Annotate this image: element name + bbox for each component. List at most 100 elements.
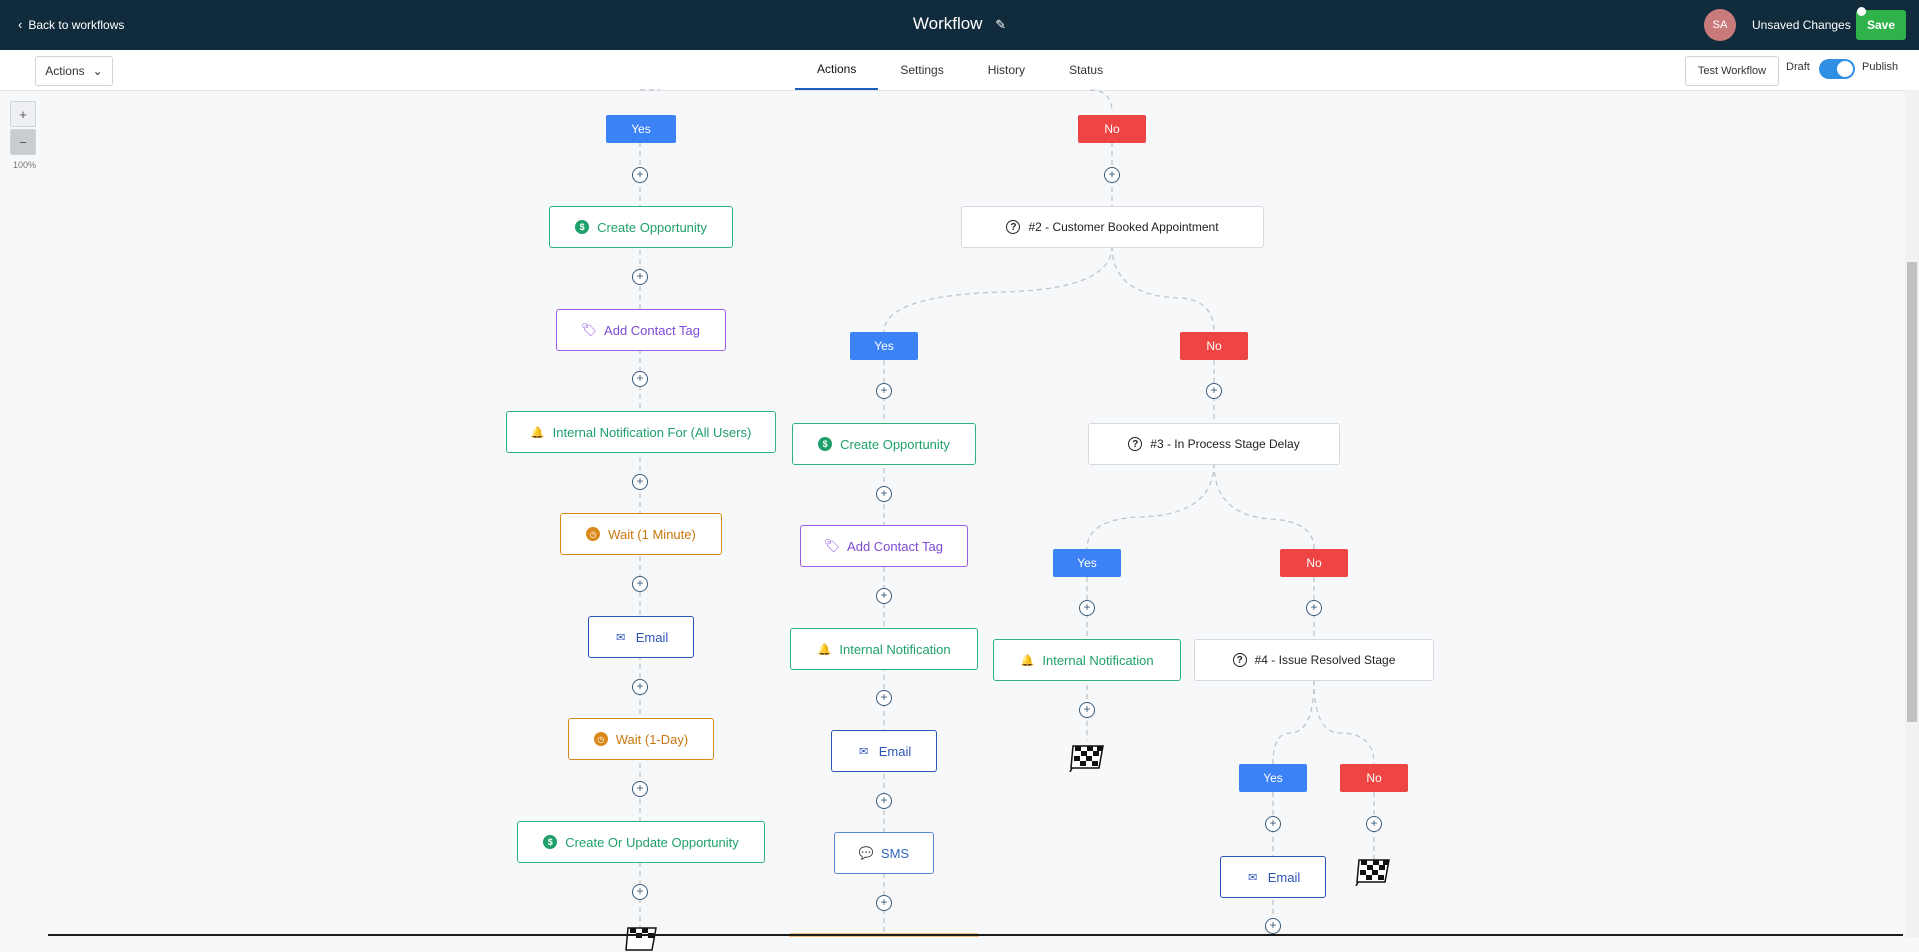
email-node[interactable]: ✉ Email bbox=[588, 616, 694, 658]
actions-dropdown[interactable]: Actions ⌄ bbox=[35, 56, 113, 86]
mail-icon: ✉ bbox=[859, 745, 869, 758]
node-label: #2 - Customer Booked Appointment bbox=[1028, 220, 1219, 234]
node-label: Create Opportunity bbox=[840, 436, 950, 452]
add-step-icon[interactable]: + bbox=[876, 486, 892, 502]
zoom-in-button[interactable]: + bbox=[10, 101, 36, 127]
email-node[interactable]: ✉ Email bbox=[831, 730, 937, 772]
unsaved-changes-label: Unsaved Changes bbox=[1752, 18, 1851, 32]
node-label: Internal Notification bbox=[1042, 652, 1154, 668]
add-step-icon[interactable]: + bbox=[1079, 600, 1095, 616]
sub-bar: Actions ⌄ Actions Settings History Statu… bbox=[0, 50, 1919, 91]
publish-label: Publish bbox=[1862, 61, 1899, 73]
avatar[interactable]: SA bbox=[1704, 9, 1736, 41]
internal-notification-all-node[interactable]: 🔔 Internal Notification For (All Users) bbox=[506, 411, 776, 453]
tag-icon: 🏷 bbox=[580, 322, 598, 337]
branch-yes-pill[interactable]: Yes bbox=[850, 332, 918, 360]
bell-icon: 🔔 bbox=[1020, 654, 1035, 667]
wait-minute-node[interactable]: ◷ Wait (1 Minute) bbox=[560, 513, 722, 555]
publish-toggle[interactable] bbox=[1819, 59, 1855, 79]
add-step-icon[interactable]: + bbox=[1306, 600, 1322, 616]
add-step-icon[interactable]: + bbox=[876, 793, 892, 809]
node-label: Email bbox=[878, 743, 912, 759]
email-node[interactable]: ✉ Email bbox=[1220, 856, 1326, 898]
node-label: Email bbox=[1267, 869, 1301, 885]
clock-icon: ◷ bbox=[593, 732, 608, 746]
branch-no-pill[interactable]: No bbox=[1078, 115, 1146, 143]
tab-actions[interactable]: Actions bbox=[795, 50, 879, 90]
chevron-left-icon: ‹ bbox=[18, 17, 23, 32]
add-step-icon[interactable]: + bbox=[876, 690, 892, 706]
add-step-icon[interactable]: + bbox=[632, 576, 648, 592]
question-icon: ? bbox=[1232, 653, 1247, 667]
branch-yes-pill[interactable]: Yes bbox=[1053, 549, 1121, 577]
tab-status[interactable]: Status bbox=[1069, 63, 1104, 77]
node-label: Create Or Update Opportunity bbox=[565, 834, 739, 850]
add-step-icon[interactable]: + bbox=[1104, 167, 1120, 183]
chat-icon: 💬 bbox=[858, 846, 874, 860]
add-step-icon[interactable]: + bbox=[1265, 918, 1281, 934]
question-icon: ? bbox=[1128, 437, 1143, 451]
branch-no-pill[interactable]: No bbox=[1340, 764, 1408, 792]
add-contact-tag-node[interactable]: 🏷 Add Contact Tag bbox=[800, 525, 968, 567]
create-opportunity-node[interactable]: $ Create Opportunity bbox=[549, 206, 733, 248]
add-step-icon[interactable]: + bbox=[1366, 816, 1382, 832]
add-step-icon[interactable]: + bbox=[1265, 816, 1281, 832]
condition-2-node[interactable]: ? #2 - Customer Booked Appointment bbox=[961, 206, 1264, 248]
workflow-title-text: Workflow bbox=[912, 14, 983, 33]
internal-notification-node[interactable]: 🔔 Internal Notification bbox=[790, 628, 978, 670]
add-step-icon[interactable]: + bbox=[632, 371, 648, 387]
branch-yes-pill[interactable]: Yes bbox=[606, 115, 676, 143]
vertical-scrollbar-thumb[interactable] bbox=[1907, 262, 1917, 722]
tag-icon: 🏷 bbox=[823, 538, 841, 553]
add-step-icon[interactable]: + bbox=[876, 588, 892, 604]
top-bar: ‹ Back to workflows Workflow ✎ SA Unsave… bbox=[0, 0, 1919, 50]
dollar-icon: $ bbox=[543, 835, 558, 849]
add-step-icon[interactable]: + bbox=[632, 781, 648, 797]
finish-flag-icon bbox=[1069, 745, 1104, 772]
add-step-icon[interactable]: + bbox=[1206, 383, 1222, 399]
sms-node[interactable]: 💬 SMS bbox=[834, 832, 934, 874]
create-opportunity-node[interactable]: $ Create Opportunity bbox=[792, 423, 976, 465]
node-label: Wait (1 Minute) bbox=[608, 526, 696, 542]
branch-no-pill[interactable]: No bbox=[1280, 549, 1348, 577]
finish-flag-icon bbox=[625, 927, 657, 951]
wait-day-node[interactable]: ◷ Wait (1-Day) bbox=[568, 718, 714, 760]
question-icon: ? bbox=[1006, 220, 1021, 234]
condition-3-node[interactable]: ? #3 - In Process Stage Delay bbox=[1088, 423, 1340, 465]
clock-icon: ◷ bbox=[586, 527, 601, 541]
add-step-icon[interactable]: + bbox=[632, 679, 648, 695]
tab-history[interactable]: History bbox=[987, 63, 1026, 77]
add-step-icon[interactable]: + bbox=[632, 474, 648, 490]
zoom-out-button[interactable]: − bbox=[10, 129, 36, 155]
back-to-workflows-link[interactable]: ‹ Back to workflows bbox=[18, 17, 124, 32]
branch-yes-pill[interactable]: Yes bbox=[1239, 764, 1307, 792]
zoom-level: 100% bbox=[13, 160, 37, 170]
bottom-divider bbox=[48, 934, 1903, 936]
condition-4-node[interactable]: ? #4 - Issue Resolved Stage bbox=[1194, 639, 1434, 681]
node-label: Add Contact Tag bbox=[847, 538, 943, 554]
internal-notification-node[interactable]: 🔔 Internal Notification bbox=[993, 639, 1181, 681]
back-label: Back to workflows bbox=[28, 17, 125, 32]
add-step-icon[interactable]: + bbox=[876, 895, 892, 911]
test-workflow-button[interactable]: Test Workflow bbox=[1685, 56, 1779, 86]
draft-label: Draft bbox=[1786, 61, 1810, 73]
add-step-icon[interactable]: + bbox=[632, 167, 648, 183]
mail-icon: ✉ bbox=[1248, 871, 1258, 884]
add-step-icon[interactable]: + bbox=[632, 269, 648, 285]
dollar-icon: $ bbox=[818, 437, 833, 451]
branch-no-pill[interactable]: No bbox=[1180, 332, 1248, 360]
add-step-icon[interactable]: + bbox=[876, 383, 892, 399]
node-label: SMS bbox=[880, 845, 910, 861]
add-step-icon[interactable]: + bbox=[1079, 702, 1095, 718]
create-update-opportunity-node[interactable]: $ Create Or Update Opportunity bbox=[517, 821, 765, 863]
node-label: Create Opportunity bbox=[597, 219, 707, 235]
pencil-icon[interactable]: ✎ bbox=[995, 17, 1007, 32]
workflow-title: Workflow ✎ bbox=[0, 14, 1919, 34]
add-step-icon[interactable]: + bbox=[632, 884, 648, 900]
add-contact-tag-node[interactable]: 🏷 Add Contact Tag bbox=[556, 309, 726, 351]
tab-settings[interactable]: Settings bbox=[900, 63, 944, 77]
dollar-icon: $ bbox=[575, 220, 590, 234]
save-indicator-dot bbox=[1857, 7, 1866, 16]
node-label: #4 - Issue Resolved Stage bbox=[1254, 653, 1396, 667]
node-label: Internal Notification bbox=[839, 641, 951, 657]
